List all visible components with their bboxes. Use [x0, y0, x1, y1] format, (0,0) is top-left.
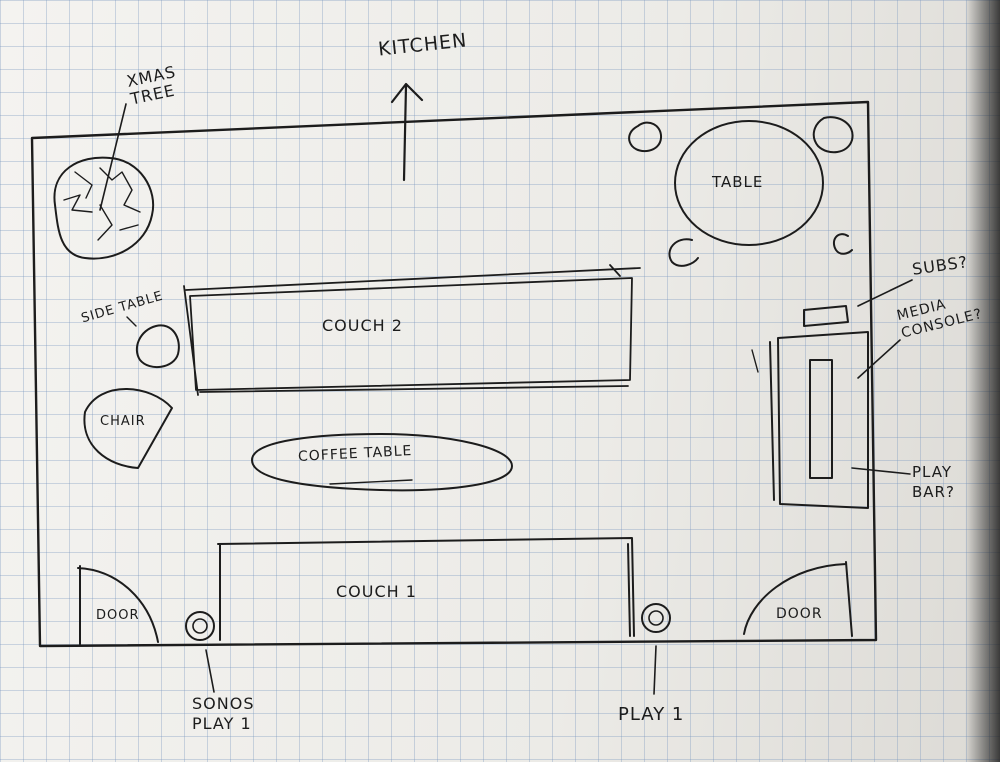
chair-circle — [812, 116, 854, 154]
sonos-play1-label: SONOS PLAY 1 — [192, 694, 255, 733]
chair-label: CHAIR — [100, 414, 146, 429]
couch-1-shape — [217, 537, 635, 641]
media-console-shape — [769, 331, 869, 509]
chair-circle — [628, 121, 663, 153]
right-door-shape — [743, 561, 853, 637]
table-shape — [674, 120, 824, 246]
chair-shape — [83, 388, 173, 469]
right-door-label: DOOR — [776, 606, 823, 622]
subs-pointer — [857, 279, 913, 307]
side-table-pointer — [126, 316, 137, 327]
play1-right-speaker — [641, 603, 671, 633]
couch-2-label: COUCH 2 — [322, 316, 403, 335]
left-door-label: DOOR — [96, 608, 140, 623]
sub-shape — [803, 305, 849, 327]
side-table-shape — [135, 324, 180, 369]
page-shadow — [965, 0, 1000, 762]
sonos-pointer — [205, 649, 215, 693]
left-door-shape — [77, 565, 159, 645]
play-bar-shape — [809, 359, 833, 479]
play1-pointer — [653, 645, 657, 695]
couch-2-shape — [183, 264, 641, 396]
kitchen-arrow — [390, 82, 424, 182]
coffee-table-shape — [251, 433, 513, 492]
play-bar-label: PLAY BAR? — [912, 463, 955, 501]
play1-label: PLAY 1 — [618, 704, 685, 725]
xmas-tree-shape — [53, 103, 155, 260]
room-outline — [30, 100, 878, 648]
chair-circle — [832, 233, 853, 255]
table-label: TABLE — [712, 173, 764, 191]
sonos-play1-left-speaker — [185, 611, 215, 641]
coffee-table-underline — [329, 479, 413, 485]
wall-tick — [751, 349, 759, 373]
chair-circle — [668, 238, 699, 267]
couch-1-label: COUCH 1 — [336, 582, 417, 601]
media-console-pointer — [857, 339, 901, 379]
play-bar-pointer — [851, 467, 911, 475]
